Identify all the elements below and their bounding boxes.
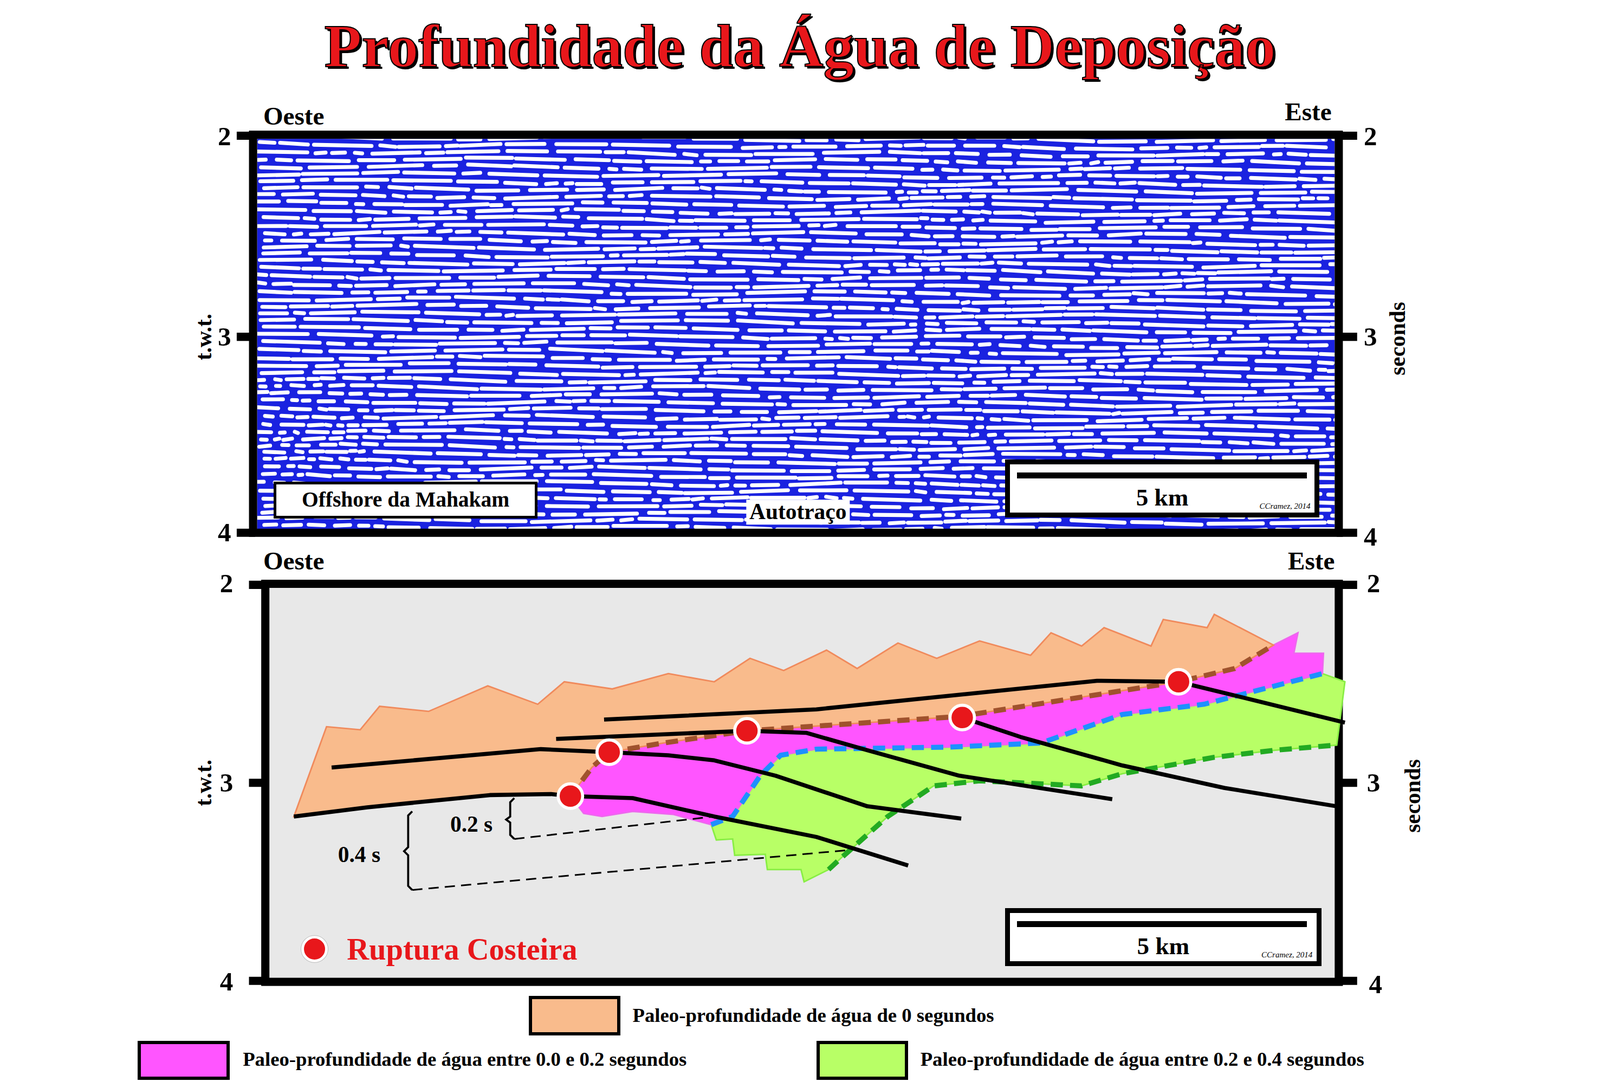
direction-label: Este [1287,547,1335,576]
reflection-row [264,138,1335,142]
axis-value: 4 [217,517,232,548]
coastal-break-dots [558,669,1191,809]
reflection-row [257,429,1336,438]
panel-frame [253,134,1339,534]
credit-note: CCramez, 2014 [1259,501,1311,511]
reflection-row [257,157,1335,165]
reflection-row [263,252,1335,261]
axis-value: 4 [219,967,234,997]
reflection-row [257,193,1328,202]
reflection-row [262,303,1335,312]
legend-text: Paleo-profundidade de água de 0 segundos [632,1004,995,1027]
legend-text: Ruptura Costeira [346,931,578,966]
reflection-row [262,399,1336,407]
legend-swatch [137,1040,230,1080]
legend-swatch [528,995,621,1036]
direction-label: Oeste [263,547,325,576]
axis-ticks [236,135,1358,534]
scale-box: 5 km CCramez, 2014 [1005,459,1320,518]
axis-value: 2 [217,121,232,152]
reflection-row [263,326,1336,334]
scale-bar [1016,472,1307,479]
axis-value: 2 [219,568,234,599]
reflection-row [259,141,1326,150]
thickness-brackets [404,798,847,891]
reflection-row [257,274,1331,282]
horizons-and-faults [293,680,1345,866]
legend-swatch [816,1040,909,1080]
axis-title: t.w.t. [191,313,217,360]
axis-value: 3 [217,322,232,352]
axis-ticks [249,584,1358,981]
axis-value: 4 [1368,969,1383,1000]
title: Profundidade da Água de Deposição [324,12,1276,80]
reflection-row [261,164,1336,173]
reflection-row [257,407,1335,415]
section-note: Autotraço [746,500,850,526]
reflection-row [264,230,1335,238]
panel-frame [265,583,1339,982]
reflection-row [259,296,1335,305]
axis-value: 3 [219,768,234,798]
legend-text: Paleo-profundidade de água entre 0.0 e 0… [242,1048,687,1071]
reflection-row [257,151,1336,158]
location-box: Offshore da Mahakam [273,481,539,519]
dimension: 0.2 s [448,812,495,838]
axis-value: 4 [1363,522,1378,552]
scale-value: 5 km [1136,484,1189,512]
box-label: Offshore da Mahakam [301,488,510,512]
reflection-row [264,450,1336,459]
reflection-row [263,245,1336,253]
reflection-row [263,340,1327,348]
scale-bar [1016,921,1307,928]
reflection-row [257,282,1336,289]
reflection-row [257,201,1336,209]
reflection-row [264,415,1335,422]
scale-value: 5 km [1137,933,1190,961]
reflection-row [260,318,1335,327]
reflection-row [261,266,1327,275]
reflection-row [259,348,1336,355]
axis-value: 2 [1367,568,1381,599]
axis-value: 3 [1363,322,1378,352]
seismic-reflections [257,138,1336,530]
reflection-row [263,422,1335,430]
axis-title: t.w.t. [191,759,217,806]
reflection-row [260,384,1335,393]
credit-note: CCramez, 2014 [1261,950,1313,960]
axis-title: seconds [1385,301,1411,376]
reflection-row [259,259,1335,268]
legend-text: Paleo-profundidade de água entre 0.2 e 0… [920,1048,1365,1071]
dimension: 0.4 s [336,842,382,868]
axis-value: 3 [1367,768,1381,798]
reflection-row [260,179,1335,187]
reflection-row [259,443,1336,452]
reflection-row [257,333,1336,341]
reflection-row [257,391,1336,400]
scale-box: 5 km CCramez, 2014 [1005,908,1322,967]
direction-label: Este [1284,98,1332,127]
reflection-row [257,209,1330,216]
axis-value: 2 [1363,121,1378,152]
legend-dot [301,935,328,963]
axis-title: seconds [1401,759,1427,833]
reflection-row [257,377,1336,385]
reflection-row [263,216,1334,223]
reflection-row [260,311,1335,319]
direction-label: Oeste [263,102,325,131]
reflection-row [263,186,1335,194]
